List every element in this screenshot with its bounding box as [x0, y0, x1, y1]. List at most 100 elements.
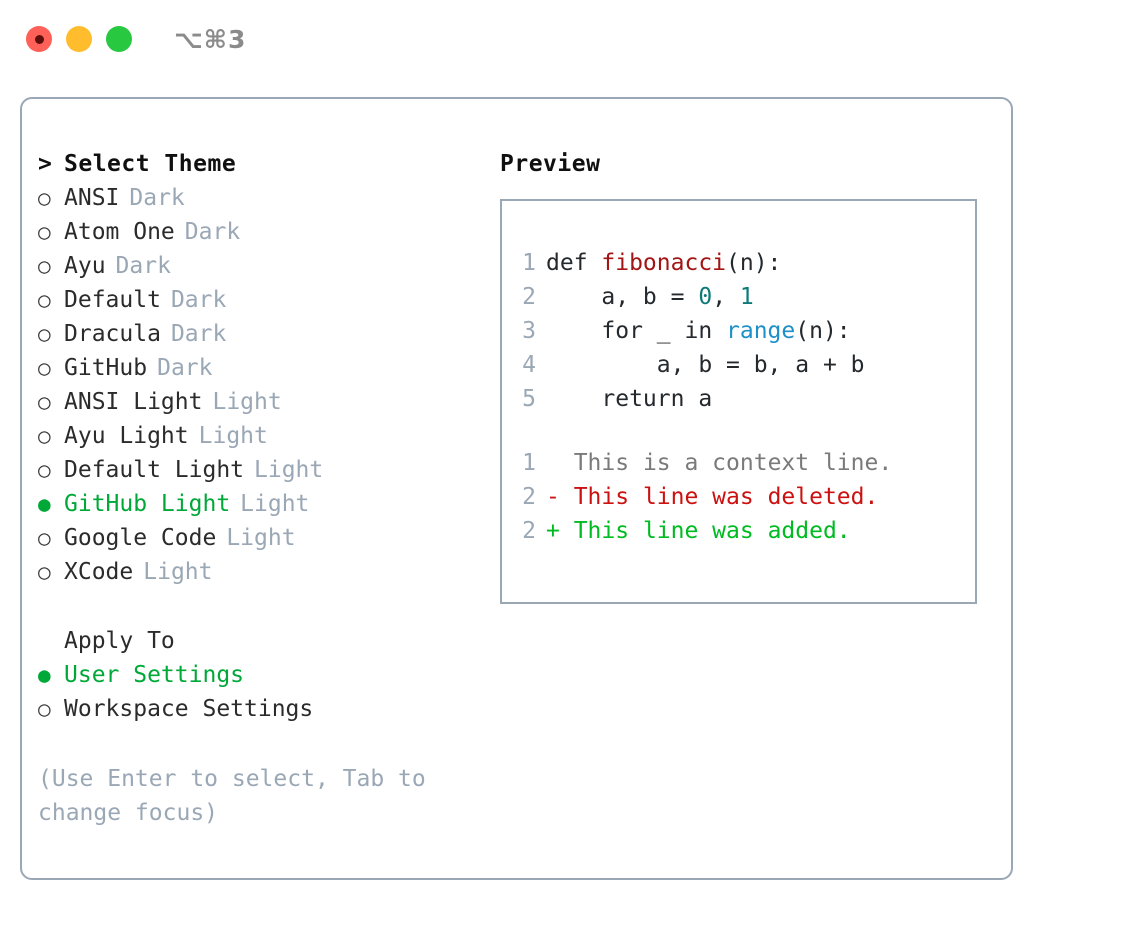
code-token: a, b = — [546, 284, 699, 310]
preview-box: 1 def fibonacci(n): 2 a, b = 0, 1 3 for … — [500, 199, 977, 604]
theme-item-label: ANSI Light — [64, 389, 203, 415]
line-number: 1 — [522, 250, 536, 276]
main-panel: > Select Theme ○ ANSI Dark ○ Atom One Da… — [20, 97, 1013, 880]
theme-item-atom-one[interactable]: ○ Atom One Dark — [38, 215, 488, 249]
radio-icon[interactable]: ○ — [38, 457, 51, 482]
theme-item-ansi-light[interactable]: ○ ANSI Light Light — [38, 385, 488, 419]
preview-section: Preview 1 def fibonacci(n): 2 a, b = 0, … — [500, 147, 990, 604]
radio-selected-icon[interactable]: ● — [38, 662, 51, 687]
theme-item-ayu-light[interactable]: ○ Ayu Light Light — [38, 419, 488, 453]
apply-to-workspace-settings[interactable]: ○ Workspace Settings — [38, 692, 488, 726]
radio-icon[interactable]: ○ — [38, 696, 51, 721]
apply-to-heading: Apply To — [64, 628, 175, 654]
theme-item-tag: Dark — [170, 321, 227, 347]
diff-marker: + — [546, 518, 574, 544]
preview-title: Preview — [500, 151, 601, 177]
diff-line-added: 2 + This line was added. — [502, 514, 975, 548]
theme-item-label: Google Code — [64, 525, 217, 551]
caret-icon: > — [38, 151, 53, 177]
theme-item-label: GitHub — [64, 355, 148, 381]
code-line: 1 def fibonacci(n): — [502, 246, 975, 280]
theme-item-label: Default Light — [64, 457, 245, 483]
diff-line-context: 1 This is a context line. — [502, 446, 975, 480]
theme-item-label: Default — [64, 287, 161, 313]
close-button[interactable] — [26, 26, 52, 52]
code-token: (n): — [726, 250, 782, 276]
line-number: 4 — [522, 352, 536, 378]
theme-item-label: Ayu Light — [64, 423, 189, 449]
apply-to-section: Apply To ● User Settings ○ Workspace Set… — [38, 624, 488, 726]
minimize-button[interactable] — [66, 26, 92, 52]
theme-selector: > Select Theme ○ ANSI Dark ○ Atom One Da… — [38, 147, 488, 589]
theme-item-label: Atom One — [64, 219, 175, 245]
radio-icon[interactable]: ○ — [38, 525, 51, 550]
code-line: 5 return a — [502, 382, 975, 416]
code-line: 3 for _ in range(n): — [502, 314, 975, 348]
theme-item-default[interactable]: ○ Default Dark — [38, 283, 488, 317]
code-token-call: range — [726, 318, 796, 344]
diff-marker — [546, 450, 574, 476]
theme-list-header-label: Select Theme — [64, 151, 237, 177]
diff-text: This is a context line. — [573, 450, 893, 476]
code-token-number: 0 — [698, 284, 713, 310]
theme-item-label: ANSI — [64, 185, 120, 211]
code-token: (n): — [795, 318, 851, 344]
radio-icon[interactable]: ○ — [38, 355, 51, 380]
theme-item-label: GitHub Light — [64, 491, 231, 517]
line-number: 2 — [522, 518, 536, 544]
line-number: 2 — [522, 284, 536, 310]
theme-item-ayu[interactable]: ○ Ayu Dark — [38, 249, 488, 283]
apply-to-user-settings[interactable]: ● User Settings — [38, 658, 488, 692]
keyboard-shortcut-label: ⌥⌘3 — [174, 24, 247, 54]
apply-to-option-label: Workspace Settings — [64, 696, 314, 722]
theme-item-tag: Light — [226, 525, 296, 551]
theme-item-tag: Light — [212, 389, 282, 415]
theme-item-tag: Dark — [157, 355, 213, 381]
code-token-number: 1 — [739, 284, 754, 310]
theme-item-tag: Dark — [184, 219, 241, 245]
theme-list-header: > Select Theme — [38, 147, 488, 181]
diff-text: This line was deleted. — [573, 484, 879, 510]
theme-item-dracula[interactable]: ○ Dracula Dark — [38, 317, 488, 351]
radio-icon[interactable]: ○ — [38, 287, 51, 312]
theme-item-default-light[interactable]: ○ Default Light Light — [38, 453, 488, 487]
theme-item-tag: Light — [240, 491, 310, 517]
code-token: for _ in — [546, 318, 727, 344]
theme-item-tag: Light — [143, 559, 213, 585]
code-token-function: fibonacci — [601, 250, 727, 276]
theme-item-ansi[interactable]: ○ ANSI Dark — [38, 181, 488, 215]
radio-icon[interactable]: ○ — [38, 253, 51, 278]
line-number: 2 — [522, 484, 536, 510]
radio-icon[interactable]: ○ — [38, 321, 51, 346]
radio-icon[interactable]: ○ — [38, 559, 51, 584]
theme-item-label: Dracula — [64, 321, 161, 347]
theme-item-tag: Dark — [129, 185, 185, 211]
code-token: a, b = b, a + b — [546, 352, 865, 378]
preview-spacer — [502, 416, 975, 446]
theme-item-label: XCode — [64, 559, 134, 585]
theme-item-label: Ayu — [64, 253, 106, 279]
theme-item-tag: Light — [198, 423, 268, 449]
radio-selected-icon[interactable]: ● — [38, 491, 51, 516]
window-controls — [26, 26, 132, 52]
theme-item-github[interactable]: ○ GitHub Dark — [38, 351, 488, 385]
code-token: return a — [546, 386, 713, 412]
code-token: , — [712, 284, 740, 310]
code-token: def — [546, 250, 602, 276]
theme-item-github-light[interactable]: ● GitHub Light Light — [38, 487, 488, 521]
line-number: 3 — [522, 318, 536, 344]
radio-icon[interactable]: ○ — [38, 185, 51, 210]
title-bar: ⌥⌘3 — [0, 0, 1140, 78]
code-line: 4 a, b = b, a + b — [502, 348, 975, 382]
diff-marker: - — [546, 484, 574, 510]
radio-icon[interactable]: ○ — [38, 423, 51, 448]
line-number: 5 — [522, 386, 536, 412]
radio-icon[interactable]: ○ — [38, 219, 51, 244]
theme-item-tag: Dark — [115, 253, 171, 279]
theme-item-xcode[interactable]: ○ XCode Light — [38, 555, 488, 589]
keyboard-hint: (Use Enter to select, Tab to change focu… — [38, 766, 426, 826]
radio-icon[interactable]: ○ — [38, 389, 51, 414]
maximize-button[interactable] — [106, 26, 132, 52]
theme-item-google-code[interactable]: ○ Google Code Light — [38, 521, 488, 555]
